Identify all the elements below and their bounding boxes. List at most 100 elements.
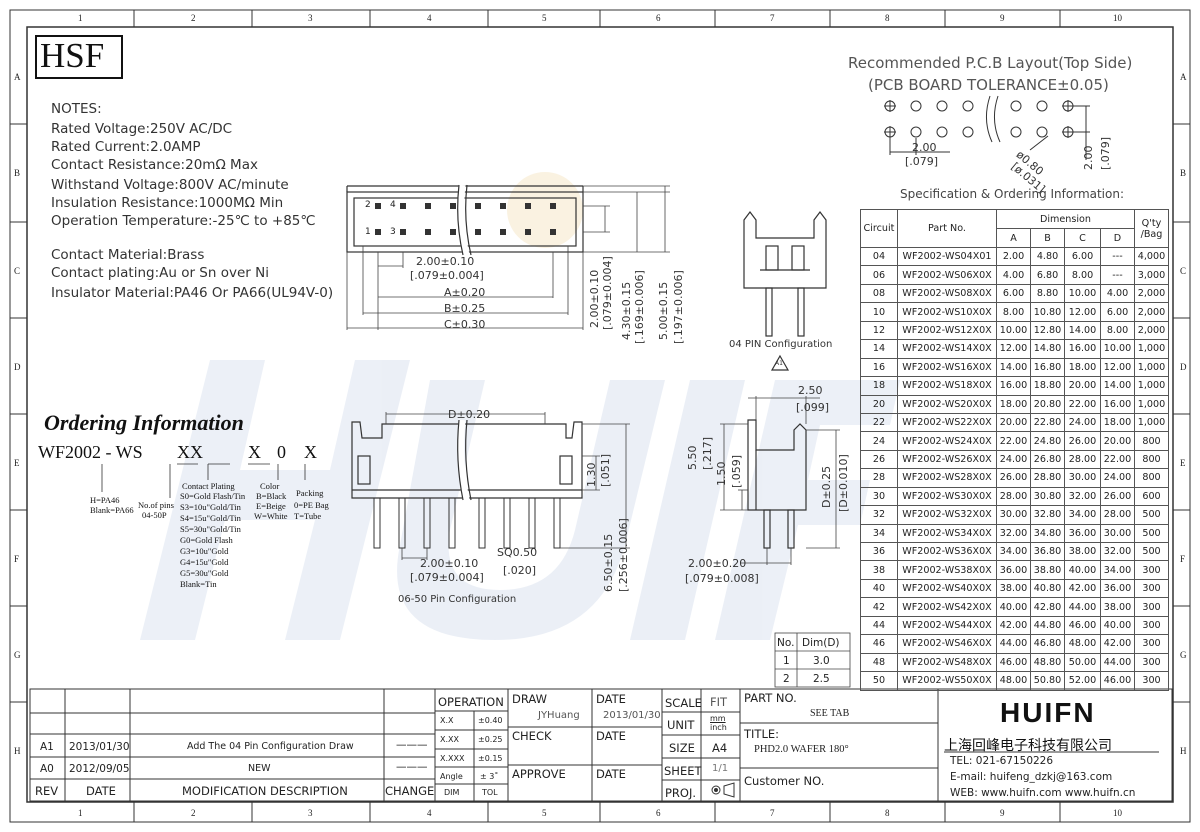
spec-cell: 16.80 [1030, 357, 1065, 378]
part-no-value: SEE TAB [810, 708, 850, 719]
spec-cell: 8.00 [1100, 320, 1135, 341]
spec-cell: 6.80 [1030, 265, 1065, 285]
spec-cell: 300 [1134, 578, 1169, 599]
projection-symbol [711, 782, 735, 798]
vdim-5-50: 5.50 [686, 445, 699, 471]
spec-cell: 52.00 [1064, 671, 1101, 691]
spec-cell: 32.80 [1030, 505, 1065, 525]
rev-date-cell: 2012/09/05 [69, 763, 130, 775]
spec-cell: 300 [1134, 560, 1169, 580]
spec-cell: 14.00 [996, 357, 1031, 378]
sheet-label: SHEET [664, 764, 702, 778]
check-date-label: DATE [596, 729, 626, 743]
vdim-height2-inch: [.197±0.006] [672, 270, 685, 344]
spec-cell: 18.00 [996, 394, 1031, 414]
spec-header-circuit: Circuit [860, 209, 898, 248]
vdim-height-inch: [.169±0.006] [633, 270, 646, 344]
pin-label: 1 [365, 227, 371, 237]
housing-option: Blank=PA66 [90, 505, 134, 515]
col-label: 6 [656, 808, 661, 818]
spec-cell: 12.00 [996, 339, 1031, 359]
spec-cell: WF2002-WS16X0X [897, 357, 997, 378]
plating-option: S5=30u"Gold/Tin [180, 524, 241, 534]
vdim-pitch: 2.00±0.10 [588, 269, 601, 328]
spec-cell: WF2002-WS26X0X [897, 449, 997, 470]
dim-square-inch: [.020] [503, 564, 537, 577]
note-line: Withstand Voltage:800V AC/minute [51, 177, 289, 193]
spec-cell: 14.80 [1030, 339, 1065, 359]
row-label: D [1180, 362, 1187, 372]
rev-cell: A1 [40, 741, 54, 753]
dimd-header-no: No. [777, 637, 795, 649]
spec-title: Specification & Ordering Information: [900, 187, 1125, 201]
col-label: 8 [885, 13, 890, 23]
unit-label: UNIT [667, 718, 695, 732]
spec-cell: 24 [860, 431, 898, 451]
spec-cell: 300 [1134, 652, 1169, 673]
spec-cell: 500 [1134, 505, 1169, 525]
spec-cell: 24.80 [1030, 431, 1065, 451]
pcb-row: 2.00 [1082, 145, 1095, 171]
col-label: 3 [308, 808, 313, 818]
spec-cell: 40.80 [1030, 578, 1065, 599]
col-label: 7 [770, 13, 775, 23]
material-line: Contact Material:Brass [51, 247, 205, 263]
company-web: WEB: www.huifn.com www.huifn.cn [950, 787, 1136, 799]
spec-cell: WF2002-WS38X0X [897, 560, 997, 580]
col-label: 5 [542, 808, 547, 818]
spec-cell: 12 [860, 320, 898, 341]
drawing-title: PHD2.0 WAFER 180° [754, 744, 849, 755]
spec-cell: 28 [860, 468, 898, 488]
unit-inch: inch [710, 723, 727, 732]
spec-cell: 20.00 [996, 412, 1031, 433]
spec-qty-label: Q'ty [1141, 217, 1162, 229]
spec-header-dimension: Dimension [996, 209, 1135, 229]
approve-label: APPROVE [512, 767, 566, 781]
spec-cell: 46.00 [1064, 615, 1101, 636]
plating-option: G0=Gold Flash [180, 535, 233, 545]
spec-cell: 16.00 [996, 376, 1031, 396]
size-label: SIZE [669, 741, 695, 755]
spec-cell: 38.00 [1100, 597, 1135, 617]
spec-cell: 48.80 [1030, 652, 1065, 673]
part-no-label: PART NO. [744, 691, 797, 705]
title-label: TITLE: [744, 727, 779, 741]
spec-cell: 44.00 [1064, 597, 1101, 617]
row-label: A [14, 72, 21, 82]
spec-cell: WF2002-WS12X0X [897, 320, 997, 341]
spec-cell: 08 [860, 283, 898, 304]
housing-option: H=PA46 [90, 495, 120, 505]
drawer-name: JYHuang [538, 710, 580, 721]
dimd-cell: 2.5 [813, 673, 830, 685]
spec-cell: 36.00 [1064, 523, 1101, 544]
spec-cell: 14.00 [1100, 376, 1135, 396]
spec-cell: 14.00 [1064, 320, 1101, 341]
col-label: 9 [1000, 13, 1005, 23]
col-label: 8 [885, 808, 890, 818]
col-label: 5 [542, 13, 547, 23]
rev-desc-cell: NEW [248, 763, 271, 774]
spec-cell: 46.00 [996, 652, 1031, 673]
spec-cell: 34.00 [1064, 505, 1101, 525]
spec-cell: 18.00 [1100, 412, 1135, 433]
spec-cell: WF2002-WS40X0X [897, 578, 997, 599]
notes-heading: NOTES: [51, 101, 102, 117]
col-label: 4 [427, 808, 432, 818]
col-label: 2 [191, 808, 196, 818]
spec-cell: 44.00 [1100, 652, 1135, 673]
spec-cell: 36 [860, 541, 898, 562]
spec-cell: 8.00 [1064, 265, 1101, 285]
spec-cell: 34.00 [996, 541, 1031, 562]
spec-cell: 20 [860, 394, 898, 414]
spec-cell: 4.80 [1030, 246, 1065, 267]
tol-dim: X.XXX [440, 754, 465, 763]
spec-cell: 44.00 [996, 634, 1031, 654]
col-label: 1 [78, 808, 83, 818]
spec-cell: 800 [1134, 431, 1169, 451]
spec-cell: 1,000 [1134, 412, 1169, 433]
tol-value: ±0.15 [478, 754, 503, 763]
dim-pitch: 2.00±0.10 [416, 255, 475, 268]
spec-cell: 42.00 [1100, 634, 1135, 654]
